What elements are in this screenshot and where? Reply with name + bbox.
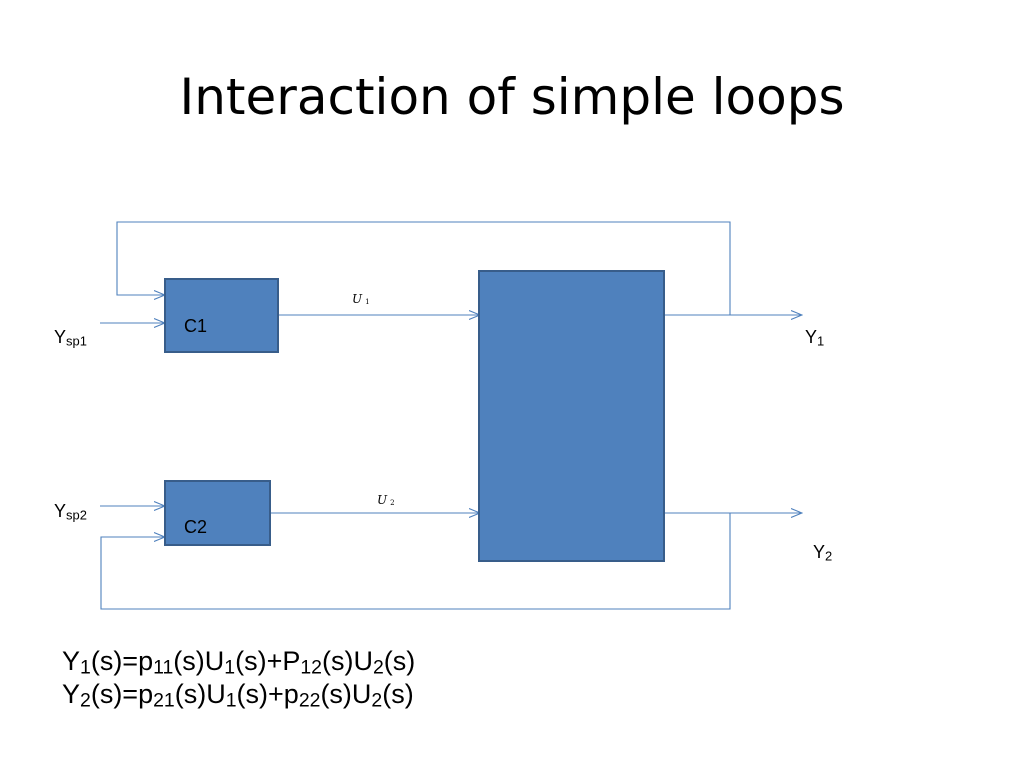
equation-subscript: 1 xyxy=(225,689,237,712)
controller-c2-label: C2 xyxy=(184,517,208,537)
equation-term: (s)U xyxy=(321,646,373,676)
equation-term: (s)U xyxy=(174,679,226,709)
equation-subscript: 22 xyxy=(298,689,321,712)
equation-term: (s)U xyxy=(320,679,372,709)
equation-y1: Y1(s)=p11(s)U1(s)+P12(s)U2(s) xyxy=(62,645,415,678)
equation-term: (s) xyxy=(383,646,416,676)
controller-c1-block xyxy=(164,278,279,353)
equation-term: (s)+p xyxy=(236,679,299,709)
equation-term: (s)=p xyxy=(90,646,154,676)
setpoint-1-label: Ysp1 xyxy=(54,327,87,349)
equation-term: (s)U xyxy=(173,646,225,676)
setpoint-2-label: Ysp2 xyxy=(54,501,87,523)
equation-y2: Y2(s)=p21(s)U1(s)+p22(s)U2(s) xyxy=(62,678,415,711)
equation-subscript: 21 xyxy=(153,689,175,712)
equation-term: (s)+P xyxy=(235,646,301,676)
equation-subscript: 11 xyxy=(153,656,174,679)
controller-c2-block xyxy=(164,480,271,546)
equation-term: Y xyxy=(62,679,81,709)
equation-subscript: 1 xyxy=(80,656,91,679)
feedback-loop-1 xyxy=(116,221,731,315)
equation-subscript: 2 xyxy=(80,689,91,712)
equation-term: (s)=p xyxy=(90,679,154,709)
process-block xyxy=(478,270,665,562)
slide-title: Interaction of simple loops xyxy=(179,68,845,126)
equation-term: Y xyxy=(62,646,81,676)
equation-subscript: 2 xyxy=(371,689,383,712)
equation-subscript: 1 xyxy=(224,656,236,679)
feedback-loop-2 xyxy=(100,513,731,610)
y1-output-label: Y1 xyxy=(805,327,825,349)
y2-output-label: Y2 xyxy=(813,542,833,564)
controller-c1-label: C1 xyxy=(184,316,208,336)
equation-subscript: 12 xyxy=(300,656,322,679)
equation-subscript: 2 xyxy=(372,656,384,679)
equation-term: (s) xyxy=(382,679,414,709)
equations-block: Y1(s)=p11(s)U1(s)+P12(s)U2(s) Y2(s)=p21(… xyxy=(62,645,415,711)
